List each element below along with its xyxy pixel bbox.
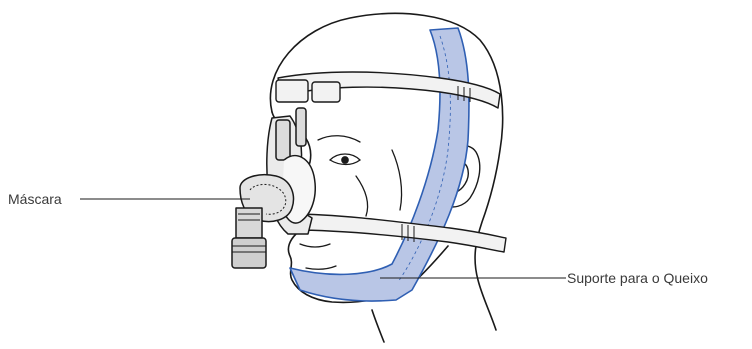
- chin-strap: [290, 28, 469, 301]
- face-details: [300, 136, 402, 270]
- mask-callout-label: Máscara: [8, 191, 62, 207]
- chin-strap-callout-label: Suporte para o Queixo: [567, 270, 708, 286]
